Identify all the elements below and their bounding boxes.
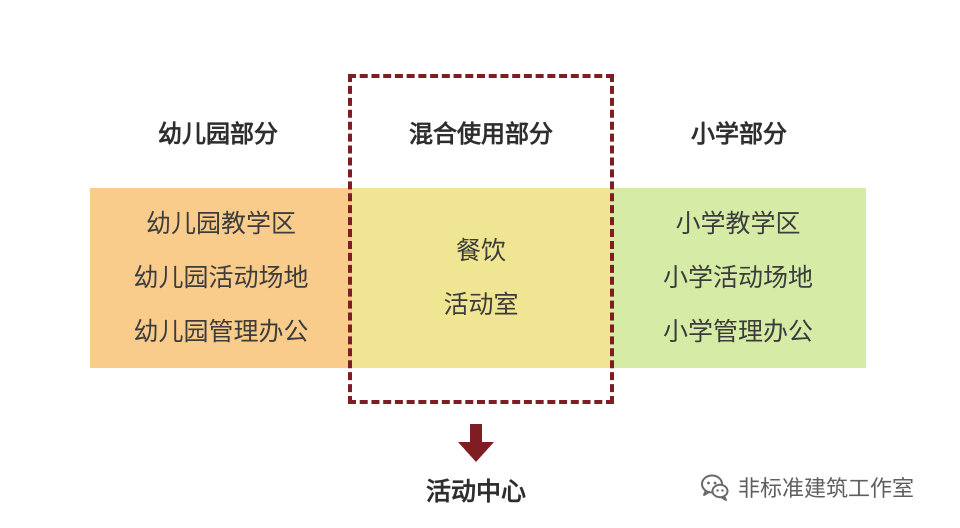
kindergarten-item: 幼儿园活动场地 bbox=[133, 263, 309, 292]
mixed-use-title: 混合使用部分 bbox=[409, 120, 553, 148]
primary-school-title: 小学部分 bbox=[691, 120, 787, 148]
primary-school-item: 小学管理办公 bbox=[662, 317, 813, 346]
mixed-use-item: 餐饮 bbox=[455, 236, 506, 265]
kindergarten-item: 幼儿园管理办公 bbox=[133, 317, 309, 346]
mixed-use-dashed-frame bbox=[348, 74, 614, 404]
watermark: 非标准建筑工作室 bbox=[700, 470, 914, 504]
kindergarten-block: 幼儿园教学区 幼儿园活动场地 幼儿园管理办公 bbox=[90, 188, 352, 368]
arrow-down-icon bbox=[458, 424, 494, 462]
watermark-text: 非标准建筑工作室 bbox=[738, 477, 915, 502]
primary-school-item: 小学教学区 bbox=[675, 209, 801, 238]
primary-school-item: 小学活动场地 bbox=[662, 263, 813, 292]
kindergarten-title: 幼儿园部分 bbox=[158, 120, 278, 148]
mixed-use-block: 餐饮 活动室 bbox=[352, 188, 610, 368]
wechat-icon bbox=[701, 474, 729, 501]
primary-school-block: 小学教学区 小学活动场地 小学管理办公 bbox=[610, 188, 866, 368]
mixed-use-item: 活动室 bbox=[443, 290, 519, 319]
activity-center-label: 活动中心 bbox=[425, 477, 526, 506]
kindergarten-item: 幼儿园教学区 bbox=[145, 209, 296, 238]
